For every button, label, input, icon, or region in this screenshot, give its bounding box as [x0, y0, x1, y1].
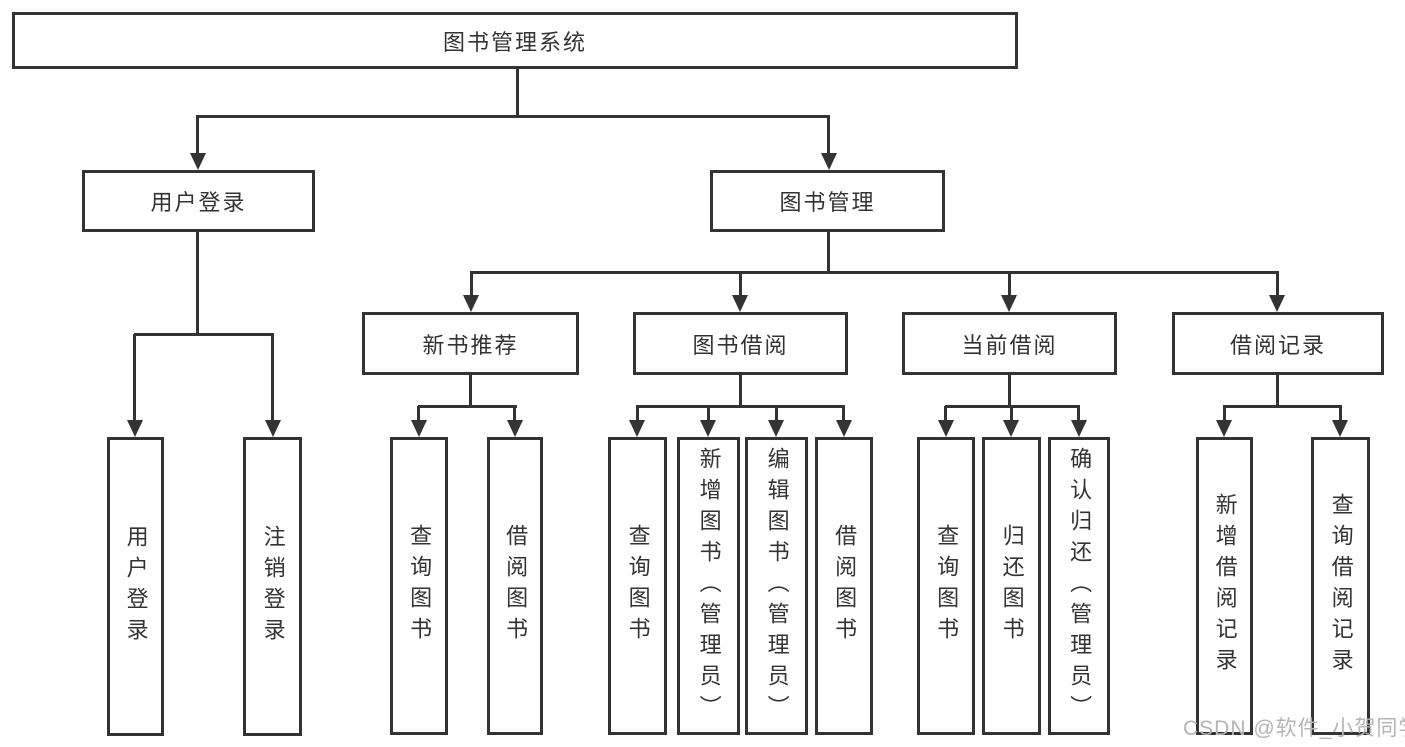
connector-borrowing-group-branch: [636, 405, 845, 408]
node-book-borrowing: 图书借阅: [633, 312, 848, 375]
connector-borrowing-shaft: [739, 272, 742, 298]
arrow-bb-add-icon: [700, 420, 716, 437]
leaf-logout-login: 注销登录: [243, 437, 302, 736]
arrow-br-add-icon: [1216, 420, 1232, 437]
connector-current-group-stem: [1008, 375, 1011, 408]
node-new-book-recommend-label: 新书推荐: [422, 332, 519, 358]
connector-nb-borrow-shaft: [513, 406, 516, 422]
connector-leaf-logout-shaft: [271, 334, 274, 422]
leaf-borrowing-edit-books-admin-label: 编辑图书（管理员）: [764, 446, 790, 726]
arrow-leaf-user-login-icon: [127, 420, 143, 437]
connector-br-add-shaft: [1223, 406, 1226, 422]
node-user-login: 用户登录: [82, 170, 315, 232]
connector-newbook-group-stem: [469, 375, 472, 408]
connector-bb-query-shaft: [636, 406, 639, 422]
connector-leaf-user-login-shaft: [133, 334, 136, 422]
connector-nb-query-shaft: [417, 406, 420, 422]
connector-mgmt-stem: [827, 232, 830, 274]
leaf-newbook-borrow-books-label: 借阅图书: [503, 524, 529, 648]
leaf-current-confirm-return-admin: 确认归还（管理员）: [1048, 437, 1110, 735]
leaf-records-query-record: 查询借阅记录: [1311, 437, 1370, 735]
arrow-user-login-icon: [190, 153, 206, 170]
leaf-borrowing-query-books-label: 查询图书: [625, 524, 651, 648]
connector-user-group-branch: [134, 333, 274, 336]
node-current-borrowing-label: 当前借阅: [961, 332, 1058, 358]
leaf-user-login-label: 用户登录: [123, 524, 149, 649]
connector-cb-return-shaft: [1010, 406, 1013, 422]
connector-mgmt-branch: [470, 271, 1279, 274]
leaf-current-return-books-label: 归还图书: [999, 524, 1025, 648]
leaf-current-query-books-label: 查询图书: [934, 524, 960, 648]
leaf-user-login: 用户登录: [107, 437, 164, 736]
node-book-management-label: 图书管理: [779, 190, 876, 215]
connector-current-shaft: [1008, 272, 1011, 298]
arrow-cb-query-icon: [938, 420, 954, 437]
arrow-bb-edit-icon: [768, 420, 784, 437]
connector-br-query-shaft: [1339, 406, 1342, 422]
leaf-borrowing-query-books: 查询图书: [608, 437, 667, 735]
csdn-watermark: CSDN @软件_小贺同学: [1183, 717, 1405, 740]
arrow-newbook-icon: [463, 295, 479, 312]
arrow-cb-return-icon: [1003, 420, 1019, 437]
leaf-records-add-record-label: 新增借阅记录: [1212, 493, 1238, 679]
connector-records-group-branch: [1223, 405, 1342, 408]
leaf-borrowing-add-books-admin: 新增图书（管理员）: [677, 437, 740, 735]
leaf-current-return-books: 归还图书: [982, 437, 1041, 735]
leaf-newbook-borrow-books: 借阅图书: [487, 437, 543, 735]
leaf-borrowing-borrow-books: 借阅图书: [815, 437, 873, 735]
leaf-current-query-books: 查询图书: [917, 437, 975, 735]
connector-bb-borrow-shaft: [842, 406, 845, 422]
leaf-newbook-query-books-label: 查询图书: [407, 524, 433, 648]
arrow-nb-borrow-icon: [507, 420, 523, 437]
connector-root-branch: [196, 115, 830, 118]
leaf-records-query-record-label: 查询借阅记录: [1328, 493, 1354, 679]
leaf-logout-login-label: 注销登录: [260, 524, 286, 649]
arrow-bb-query-icon: [629, 420, 645, 437]
arrow-br-query-icon: [1332, 420, 1348, 437]
connector-bb-edit-shaft: [775, 406, 778, 422]
node-library-system-label: 图书管理系统: [442, 29, 587, 55]
arrow-cb-confirm-icon: [1071, 420, 1087, 437]
arrow-current-icon: [1001, 295, 1017, 312]
connector-newbook-shaft: [470, 272, 473, 298]
leaf-newbook-query-books: 查询图书: [390, 437, 448, 735]
connector-root-stem: [516, 68, 519, 118]
node-new-book-recommend: 新书推荐: [362, 312, 579, 375]
leaf-borrowing-borrow-books-label: 借阅图书: [832, 524, 858, 648]
connector-borrowing-group-stem: [739, 375, 742, 408]
arrow-records-icon: [1269, 295, 1285, 312]
connector-user-group-stem: [196, 232, 199, 336]
leaf-current-confirm-return-admin-label: 确认归还（管理员）: [1067, 446, 1093, 726]
connector-records-shaft: [1276, 272, 1279, 298]
node-book-borrowing-label: 图书借阅: [692, 332, 789, 358]
connector-bb-add-shaft: [707, 406, 710, 422]
connector-newbook-group-branch: [418, 405, 517, 408]
arrow-borrowing-icon: [732, 295, 748, 312]
connector-cb-query-shaft: [944, 406, 947, 422]
arrow-leaf-logout-icon: [265, 420, 281, 437]
node-current-borrowing: 当前借阅: [902, 312, 1117, 375]
node-borrow-records: 借阅记录: [1172, 312, 1384, 375]
connector-records-group-stem: [1276, 375, 1279, 408]
leaf-borrowing-add-books-admin-label: 新增图书（管理员）: [696, 446, 722, 726]
leaf-records-add-record: 新增借阅记录: [1196, 437, 1253, 735]
node-book-management: 图书管理: [710, 170, 945, 232]
connector-user-login-shaft: [196, 116, 199, 156]
arrow-nb-query-icon: [411, 420, 427, 437]
node-library-system: 图书管理系统: [12, 12, 1018, 69]
connector-book-mgmt-shaft: [827, 116, 830, 156]
node-user-login-label: 用户登录: [150, 190, 247, 215]
arrow-book-mgmt-icon: [821, 153, 837, 170]
arrow-bb-borrow-icon: [836, 420, 852, 437]
connector-cb-confirm-shaft: [1077, 406, 1080, 422]
leaf-borrowing-edit-books-admin: 编辑图书（管理员）: [745, 437, 808, 735]
node-borrow-records-label: 借阅记录: [1229, 332, 1326, 358]
